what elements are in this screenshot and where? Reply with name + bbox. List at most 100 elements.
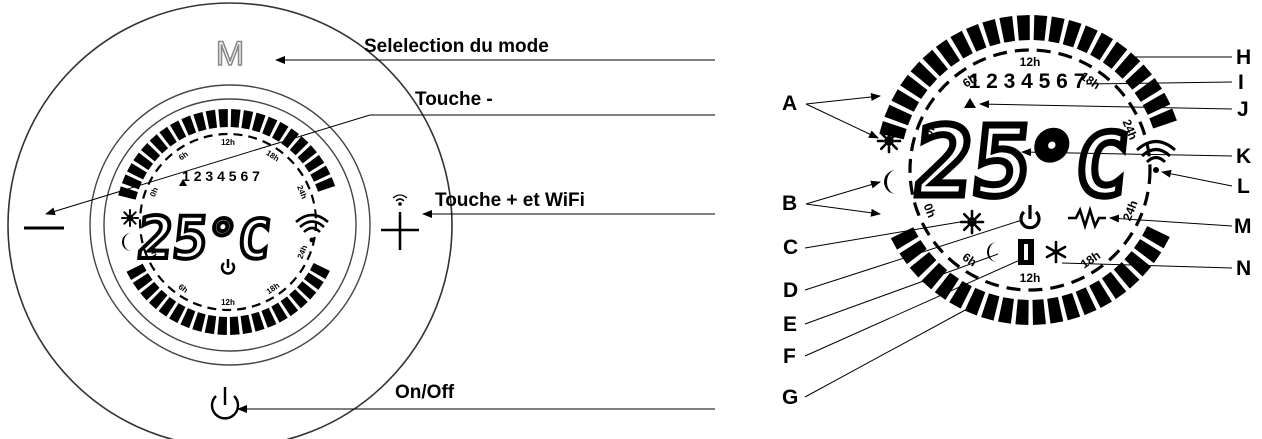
- left-segment: [251, 311, 265, 332]
- left-segment: [289, 289, 308, 309]
- right-segment: [949, 280, 972, 309]
- right-segment: [981, 293, 1000, 321]
- left-temperature-unit: °C: [202, 208, 274, 271]
- minus-pointer-diag: [45, 114, 371, 216]
- right-heating-icon: [1068, 205, 1106, 231]
- left-days: 1 2 3 4 5 6 7: [182, 168, 260, 184]
- right-segment: [1061, 292, 1081, 321]
- left-segment: [126, 163, 147, 180]
- left-segment: [303, 272, 324, 290]
- left-segment: [310, 165, 331, 182]
- left-segment: [280, 296, 299, 317]
- right-hour-label: 6h: [960, 71, 979, 90]
- left-segment: [251, 112, 266, 133]
- left-segment: [309, 263, 330, 280]
- right-segment: [909, 251, 937, 278]
- pointer-D: [804, 219, 1023, 291]
- right-segment: [935, 39, 960, 67]
- right-segment: [1016, 15, 1030, 41]
- right-segment: [964, 287, 986, 316]
- label-L: L: [1237, 175, 1250, 198]
- left-segment: [148, 289, 168, 310]
- pointer-B2: [805, 203, 881, 217]
- right-window-icon: [1018, 239, 1034, 265]
- mode-key[interactable]: M: [215, 34, 245, 74]
- left-callout-lines: [45, 56, 715, 413]
- right-segment: [1090, 32, 1114, 61]
- right-segment: [998, 297, 1014, 324]
- left-segment: [140, 281, 160, 301]
- right-segment: [891, 89, 920, 112]
- power-key[interactable]: [210, 387, 240, 420]
- right-segment: [1089, 280, 1112, 308]
- left-sun-icon: [121, 209, 139, 227]
- pointer-G: [804, 301, 981, 398]
- label-H: H: [1236, 46, 1252, 69]
- right-segment: [921, 262, 948, 290]
- right-snowflake-icon: [1045, 240, 1067, 264]
- left-segment: [140, 142, 161, 162]
- right-hour-label: 12h: [1020, 271, 1041, 285]
- outer-bezel: [7, 2, 453, 439]
- right-temperature-unit: °C: [1019, 116, 1133, 216]
- left-day-marker: [179, 179, 187, 186]
- right-segment: [1015, 299, 1029, 325]
- right-segment: [934, 272, 960, 300]
- pointer-B1: [805, 180, 881, 205]
- label-J: J: [1237, 98, 1249, 121]
- minus-label: Touche -: [415, 89, 493, 110]
- left-segment: [158, 296, 177, 317]
- left-segment: [205, 109, 218, 129]
- pointer-A2: [805, 103, 879, 139]
- right-segment: [1113, 262, 1140, 289]
- left-hour-label: 0h: [148, 246, 160, 258]
- right-hour-label: 12h: [1020, 55, 1041, 69]
- label-G: G: [782, 386, 799, 409]
- right-clock-ring: [908, 48, 1152, 292]
- right-segment: [1075, 287, 1097, 316]
- right-power-icon: [1019, 205, 1041, 230]
- right-segment: [1142, 92, 1171, 115]
- onoff-label: On/Off: [395, 382, 455, 403]
- left-hour-label: 24h: [296, 244, 310, 260]
- right-segment: [879, 121, 907, 140]
- left-segment: [315, 177, 336, 192]
- right-segment: [1142, 226, 1170, 249]
- left-hour-label: 12h: [221, 298, 235, 307]
- right-segment: [982, 19, 1001, 47]
- right-segment: [1124, 251, 1152, 277]
- left-hour-label: 6h: [177, 282, 190, 295]
- right-segment: [884, 104, 913, 126]
- left-power-icon: [220, 259, 236, 275]
- right-segment: [1134, 78, 1163, 102]
- left-segment: [159, 126, 177, 147]
- plus-wifi-key[interactable]: [381, 194, 419, 250]
- left-hour-label: 12h: [221, 138, 235, 147]
- left-segment: [230, 109, 241, 128]
- left-segment: [169, 120, 187, 141]
- right-segment: [899, 240, 927, 265]
- left-segment: [229, 316, 240, 335]
- left-segment: [192, 312, 206, 332]
- right-segment: [1101, 271, 1127, 300]
- pointer-L: [1161, 169, 1233, 187]
- inner-ring: [89, 84, 371, 366]
- label-C: C: [783, 236, 799, 259]
- right-segment: [1133, 239, 1162, 264]
- wifi-icon: [392, 194, 408, 206]
- left-hour-label: 24h: [295, 184, 309, 200]
- left-segment: [132, 273, 153, 291]
- left-segment: [204, 314, 217, 335]
- left-segment: [217, 316, 228, 335]
- right-hour-label: 0h: [921, 120, 939, 138]
- left-segment: [289, 136, 309, 156]
- pointer-N: [1061, 262, 1233, 269]
- left-segment: [304, 154, 325, 173]
- label-D: D: [783, 279, 799, 302]
- left-moon-icon: [122, 233, 131, 251]
- right-segment: [1114, 52, 1141, 79]
- right-segment: [900, 74, 928, 100]
- right-segment: [1062, 20, 1082, 48]
